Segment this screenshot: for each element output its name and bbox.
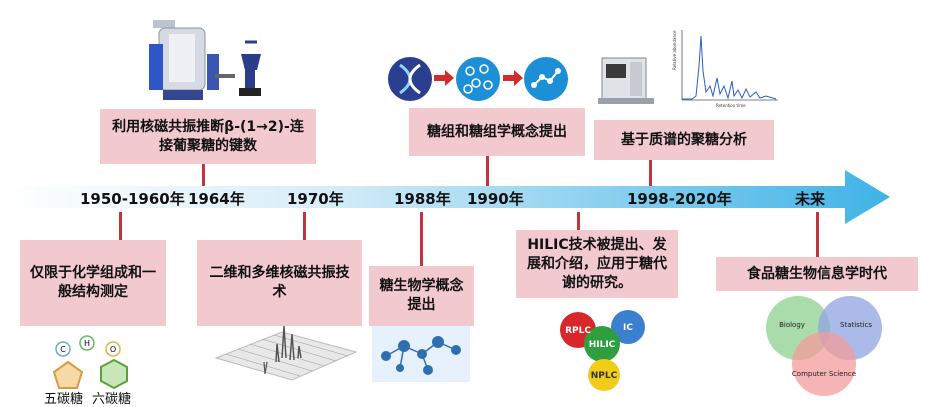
pentose-label: 五碳糖 bbox=[44, 392, 84, 407]
nmr-spectrum-icon bbox=[214, 325, 358, 381]
arrow-right-icon bbox=[434, 70, 454, 86]
year-label-1988: 1988年 bbox=[394, 190, 451, 208]
glycan-icon bbox=[524, 57, 568, 101]
venn-computer-science-label: Computer Science bbox=[792, 370, 856, 378]
hilic-label: HILIC bbox=[589, 340, 616, 350]
atom-o-icon: O bbox=[105, 341, 121, 357]
event-box-2d-nmr: 二维和多维核磁共振技术 bbox=[197, 240, 362, 326]
arrow-right-icon bbox=[503, 70, 523, 86]
year-label-1990: 1990年 bbox=[467, 190, 524, 208]
chromatography-venn: RPLC IC HILIC NPLC bbox=[560, 310, 645, 391]
year-label-1964: 1964年 bbox=[188, 190, 245, 208]
rplc-label: RPLC bbox=[565, 326, 591, 336]
year-label-1950: 1950-1960年 bbox=[80, 190, 185, 208]
mass-spectrometer-icon bbox=[598, 57, 654, 104]
atom-h-icon: H bbox=[79, 335, 95, 351]
hexose-label: 六碳糖 bbox=[92, 392, 132, 407]
event-box-glycome-concept: 糖组和糖组学概念提出 bbox=[409, 108, 585, 156]
molecule-icon bbox=[372, 326, 470, 382]
connector-future bbox=[816, 212, 819, 257]
connector-1950 bbox=[119, 212, 122, 240]
atom-o-label: O bbox=[110, 345, 116, 354]
ic-label: IC bbox=[623, 323, 633, 333]
nplc-label: NPLC bbox=[591, 371, 618, 381]
event-box-hilic: HILIC技术被提出、发展和介绍，应用于糖代谢的研究。 bbox=[516, 230, 678, 298]
connector-1990 bbox=[486, 156, 489, 186]
connector-1988 bbox=[420, 212, 423, 266]
event-box-ms-glycan: 基于质谱的聚糖分析 bbox=[594, 120, 774, 160]
atom-c-label: C bbox=[60, 345, 66, 354]
spectrum-ylabel: Relative abundance bbox=[672, 30, 677, 70]
year-label-1998-2020: 1998-2020年 bbox=[627, 190, 732, 208]
event-box-chemical-composition: 仅限于化学组成和一般结构测定 bbox=[20, 240, 166, 326]
hexagon-icon bbox=[100, 358, 128, 390]
atom-h-label: H bbox=[84, 339, 90, 348]
venn-diagram: Biology Statistics Computer Science bbox=[766, 296, 882, 396]
connector-1998 bbox=[649, 160, 652, 186]
timeline-arrow bbox=[0, 170, 890, 224]
event-box-glycobiology: 糖生物学概念提出 bbox=[369, 266, 474, 326]
event-box-food-glycoinformatics: 食品糖生物信息学时代 bbox=[716, 257, 918, 291]
year-label-1970: 1970年 bbox=[287, 190, 344, 208]
pentagon-icon bbox=[52, 360, 84, 389]
atom-c-icon: C bbox=[55, 341, 71, 357]
event-box-nmr-glucan: 利用核磁共振推断β-(1→2)-连接葡聚糖的键数 bbox=[100, 109, 316, 164]
connector-hilic bbox=[577, 212, 580, 230]
nmr-instrument-icon bbox=[149, 20, 261, 100]
connector-1970 bbox=[303, 212, 306, 240]
venn-statistics-label: Statistics bbox=[840, 321, 872, 329]
mass-spectrum-chart: Relative abundance Retention time bbox=[672, 30, 778, 108]
spectrum-xlabel: Retention time bbox=[716, 103, 746, 108]
venn-biology-label: Biology bbox=[779, 321, 805, 329]
glycan-network-icon bbox=[456, 57, 500, 101]
connector-1964 bbox=[202, 164, 205, 186]
dna-icon bbox=[388, 57, 432, 101]
year-label-future: 未来 bbox=[795, 190, 826, 208]
